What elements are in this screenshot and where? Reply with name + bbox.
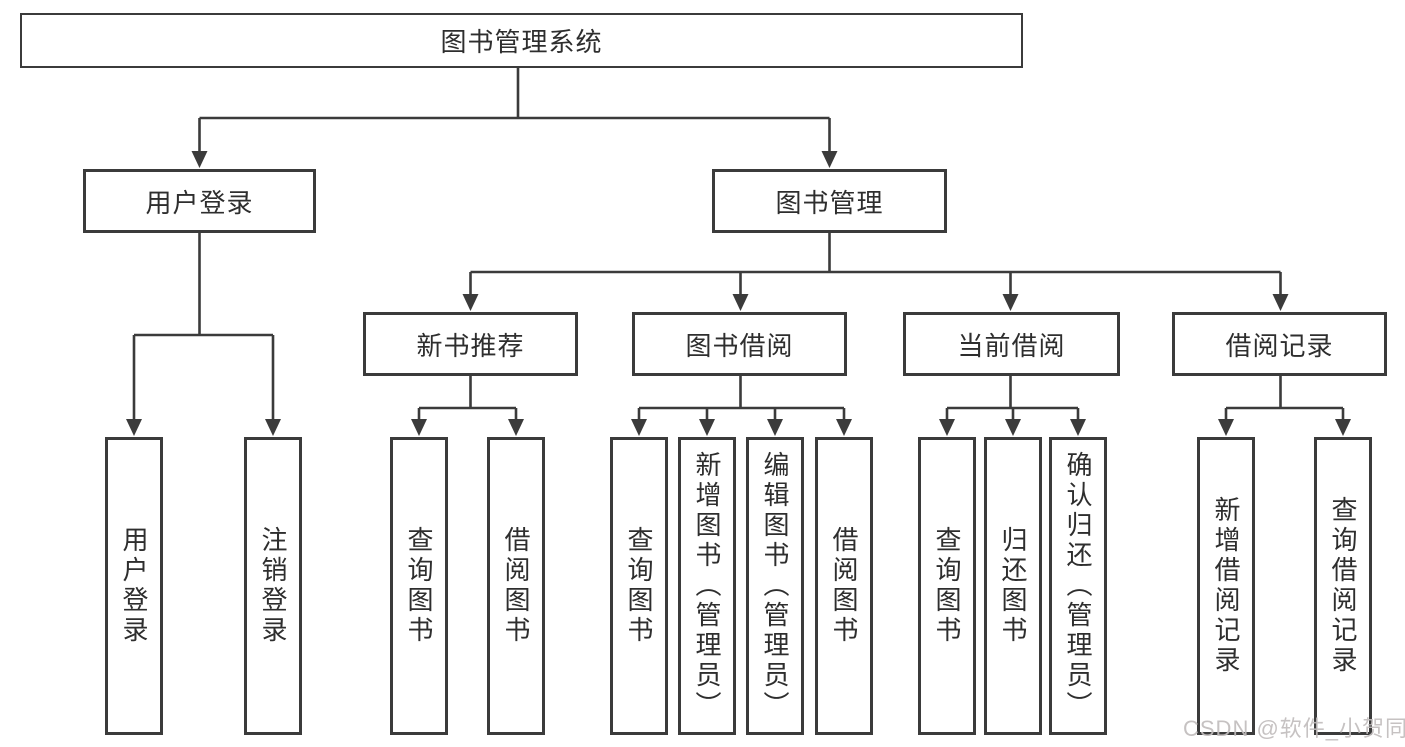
node-label: 查询图书	[932, 526, 962, 646]
leaf-current-return-books: 归还图书	[984, 437, 1042, 735]
node-label: 借阅记录	[1225, 330, 1334, 361]
node-label: 借阅图书	[829, 526, 859, 646]
leaf-bookborrow-edit-books-admin: 编辑图书（管理员）	[746, 437, 804, 735]
node-label: 查询借阅记录	[1328, 496, 1358, 676]
leaf-newbooks-borrow-books: 借阅图书	[487, 437, 545, 735]
node-label: 用户登录	[145, 187, 254, 218]
node-label: 图书借阅	[685, 330, 794, 361]
node-label: 用户登录	[119, 526, 149, 646]
node-label: 图书管理	[775, 187, 884, 218]
leaf-current-confirm-return-admin: 确认归还（管理员）	[1049, 437, 1107, 735]
leaf-records-add-record: 新增借阅记录	[1197, 437, 1255, 735]
leaf-bookborrow-borrow-books: 借阅图书	[815, 437, 873, 735]
leaf-bookborrow-add-books-admin: 新增图书（管理员）	[678, 437, 736, 735]
csdn-watermark: CSDN @软件_小贺同学	[1183, 716, 1405, 741]
node-label: 查询图书	[624, 526, 654, 646]
node-book-management: 图书管理	[712, 169, 947, 233]
node-label: 归还图书	[998, 526, 1028, 646]
node-label: 新增借阅记录	[1211, 496, 1241, 676]
node-new-book-recommend: 新书推荐	[363, 312, 578, 376]
node-label: 当前借阅	[957, 330, 1066, 361]
node-label: 确认归还（管理员）	[1063, 451, 1093, 721]
leaf-logout: 注销登录	[244, 437, 302, 735]
leaf-current-query-books: 查询图书	[918, 437, 976, 735]
node-book-borrow: 图书借阅	[632, 312, 847, 376]
leaf-user-login: 用户登录	[105, 437, 163, 735]
node-label: 查询图书	[404, 526, 434, 646]
node-label: 新书推荐	[416, 330, 525, 361]
leaf-records-query-record: 查询借阅记录	[1314, 437, 1372, 735]
node-label: 注销登录	[258, 526, 288, 646]
node-user-login: 用户登录	[83, 169, 316, 233]
node-label: 借阅图书	[501, 526, 531, 646]
leaf-newbooks-query-books: 查询图书	[390, 437, 448, 735]
node-label: 新增图书（管理员）	[692, 451, 722, 721]
node-borrow-records: 借阅记录	[1172, 312, 1387, 376]
node-current-borrow: 当前借阅	[903, 312, 1120, 376]
node-label: 图书管理系统	[440, 27, 603, 57]
node-root: 图书管理系统	[20, 13, 1023, 68]
leaf-bookborrow-query-books: 查询图书	[610, 437, 668, 735]
node-label: 编辑图书（管理员）	[760, 451, 790, 721]
arrowheads	[126, 151, 1351, 436]
